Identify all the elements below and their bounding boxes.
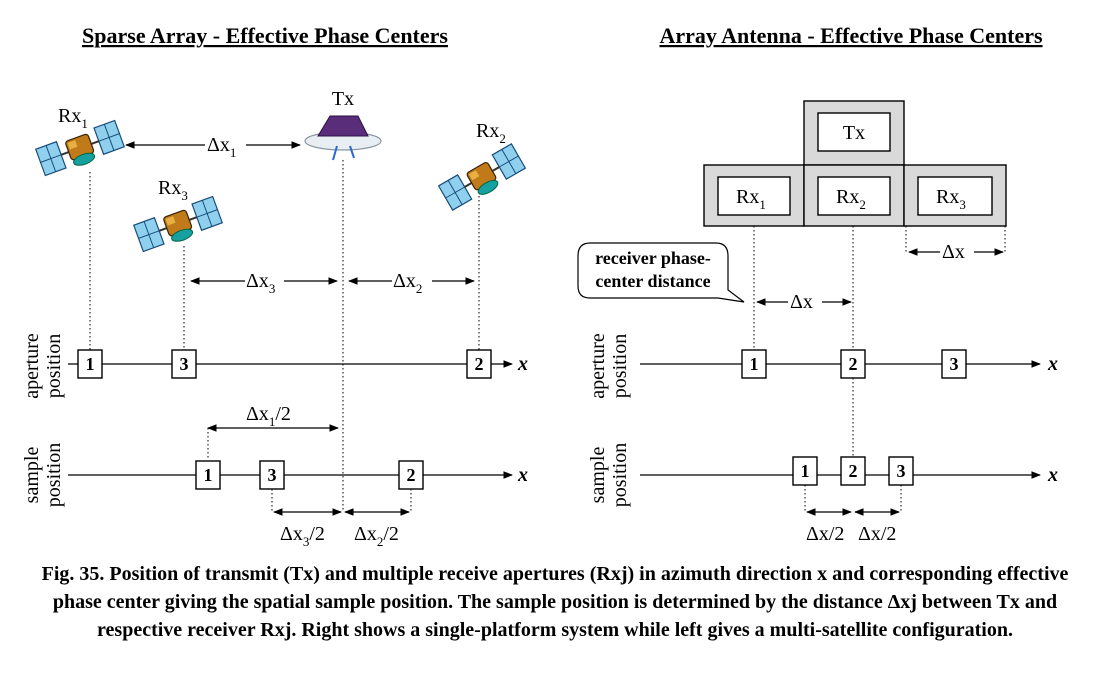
right-aperture-box-2-label: 2 xyxy=(849,354,858,374)
right-aperture-label: apertureposition xyxy=(587,333,631,399)
rx2-inner-box xyxy=(817,176,891,216)
right-rx3-label: Rx3 xyxy=(936,186,966,212)
left-sample-axis-x: x xyxy=(517,464,528,486)
left-aperture-box-2-label: 2 xyxy=(475,354,484,374)
left-sample-box-2-label: 2 xyxy=(407,465,416,485)
dx2-label: Δx2 xyxy=(393,270,422,296)
rx1-label: Rx1 xyxy=(58,105,88,131)
left-sample-box-1 xyxy=(195,460,221,490)
dx1-half-label: Δx1/2 xyxy=(246,403,291,429)
right-rx2-label: Rx2 xyxy=(836,186,866,212)
dx1-label: Δx1 xyxy=(207,134,236,160)
left-aperture-axis-x: x xyxy=(517,353,528,375)
callout-line-2: center distance xyxy=(595,271,710,291)
right-aperture-box-3 xyxy=(941,349,967,379)
left-sample-box-3-label: 3 xyxy=(268,465,277,485)
left-sample-box-3 xyxy=(259,460,285,490)
rx2-satellite-icon xyxy=(437,142,528,214)
right-aperture-box-1 xyxy=(741,349,767,379)
left-aperture-box-2 xyxy=(466,349,492,379)
dx-half-label-1: Δx/2 xyxy=(806,523,844,545)
left-aperture-box-1-label: 1 xyxy=(86,354,95,374)
left-aperture-label: apertureposition xyxy=(21,333,65,399)
right-aperture-box-1-label: 1 xyxy=(750,354,759,374)
right-sample-box-3-label: 3 xyxy=(897,461,906,481)
right-aperture-box-2 xyxy=(840,349,866,379)
right-rx1-label: Rx1 xyxy=(736,186,766,212)
right-tx-label: Tx xyxy=(843,122,865,144)
right-aperture-box-3-label: 3 xyxy=(950,354,959,374)
left-aperture-box-3 xyxy=(171,349,197,379)
right-sample-axis-x: x xyxy=(1047,464,1058,486)
left-sample-box-2 xyxy=(398,460,424,490)
dx3-half-label: Δx3/2 xyxy=(280,523,325,549)
left-title: Sparse Array - Effective Phase Centers xyxy=(82,23,448,48)
figure-caption: Fig. 35. Position of transmit (Tx) and m… xyxy=(41,563,1069,641)
tx-inner-box xyxy=(817,112,891,152)
right-sample-box-2-label: 2 xyxy=(849,461,858,481)
right-sample-box-1 xyxy=(792,456,818,486)
rx3-label: Rx3 xyxy=(158,177,188,203)
rx1-inner-box xyxy=(717,176,791,216)
dx3-label: Δx3 xyxy=(246,270,275,296)
right-title: Array Antenna - Effective Phase Centers xyxy=(659,23,1043,48)
right-sample-box-1-label: 1 xyxy=(801,461,810,481)
rx2-label: Rx2 xyxy=(476,120,506,146)
dx-half-label-2: Δx/2 xyxy=(858,523,896,545)
tx-label: Tx xyxy=(332,88,354,110)
left-sample-box-1-label: 1 xyxy=(204,465,213,485)
tx-dish-icon xyxy=(304,115,382,161)
rx3-satellite-icon xyxy=(132,195,225,256)
dx-top-label: Δx xyxy=(942,241,965,263)
right-sample-box-2 xyxy=(840,456,866,486)
right-sample-label: sampleposition xyxy=(587,443,631,507)
left-aperture-box-3-label: 3 xyxy=(180,354,189,374)
callout-line-1: receiver phase- xyxy=(595,248,711,268)
right-sample-box-3 xyxy=(888,456,914,486)
left-sample-label: sampleposition xyxy=(21,443,65,507)
rx3-inner-box xyxy=(917,176,993,216)
callout-bubble xyxy=(577,242,745,303)
figure-canvas: Sparse Array - Effective Phase Centers T… xyxy=(21,23,1058,549)
left-aperture-box-1 xyxy=(77,349,103,379)
right-aperture-axis-x: x xyxy=(1047,353,1058,375)
dx-mid-label: Δx xyxy=(790,291,813,313)
dx2-half-label: Δx2/2 xyxy=(354,523,399,549)
